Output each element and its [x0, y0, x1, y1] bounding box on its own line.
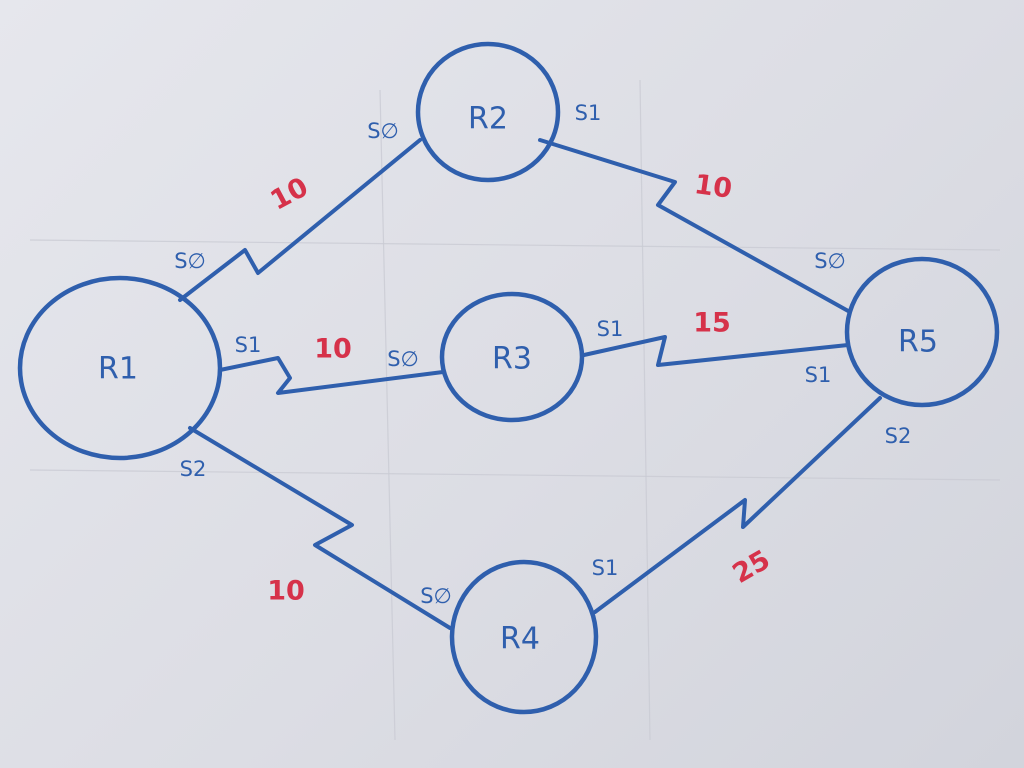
paper-texture: [29, 79, 1001, 741]
port-label-r2-to-r5: S1: [575, 101, 602, 125]
port-label-r4-to-r5: S1: [592, 556, 619, 580]
cost-label-r1-r4: 10: [267, 576, 305, 607]
port-label-r5-from-r2: S∅: [814, 249, 846, 273]
link-r4-r5: [593, 396, 882, 614]
port-label-r2-to-r1: S∅: [367, 119, 399, 143]
links-layer: [178, 138, 882, 630]
cost-label-r1-r3: 10: [314, 334, 352, 365]
cost-label-r1-r2: 10: [266, 172, 314, 217]
port-labels-layer: S∅ S∅ S1 S∅ S1 S∅ S1 S1 S2 S∅ S1 S2: [174, 101, 911, 608]
port-label-r3-from-r1: S∅: [387, 347, 419, 371]
cost-label-r2-r5: 10: [692, 169, 734, 205]
router-r3-label: R3: [492, 342, 532, 377]
port-label-r4-from-r1: S∅: [420, 584, 452, 608]
port-label-r3-to-r5: S1: [597, 317, 624, 341]
router-r1-label: R1: [98, 352, 138, 387]
port-label-r1-to-r3: S1: [235, 333, 262, 357]
cost-label-r4-r5: 25: [727, 544, 775, 590]
port-label-r5-from-r4: S2: [885, 424, 912, 448]
router-r2-circle: [415, 41, 561, 183]
routers-layer: R1 R2 R3 R4 R5: [17, 41, 1000, 715]
cost-labels-layer: 10 10 10 15 10 25: [266, 169, 776, 606]
link-r1-r4: [188, 426, 452, 630]
port-label-r1-to-r2: S∅: [174, 249, 206, 273]
router-r4-label: R4: [500, 622, 540, 657]
router-r5-label: R5: [898, 325, 938, 360]
router-r4-circle: [449, 559, 599, 715]
router-r1-circle: [17, 275, 223, 461]
cost-label-r3-r5: 15: [693, 308, 731, 339]
router-r2-label: R2: [468, 102, 508, 137]
router-r3-circle: [439, 291, 585, 423]
port-label-r5-from-r3: S1: [805, 363, 832, 387]
router-r5-circle: [844, 256, 1000, 408]
port-label-r1-to-r4: S2: [180, 457, 207, 481]
link-r1-r2: [178, 138, 422, 302]
link-r1-r3: [218, 356, 445, 395]
link-r2-r5: [538, 138, 852, 314]
link-r3-r5: [582, 335, 850, 367]
